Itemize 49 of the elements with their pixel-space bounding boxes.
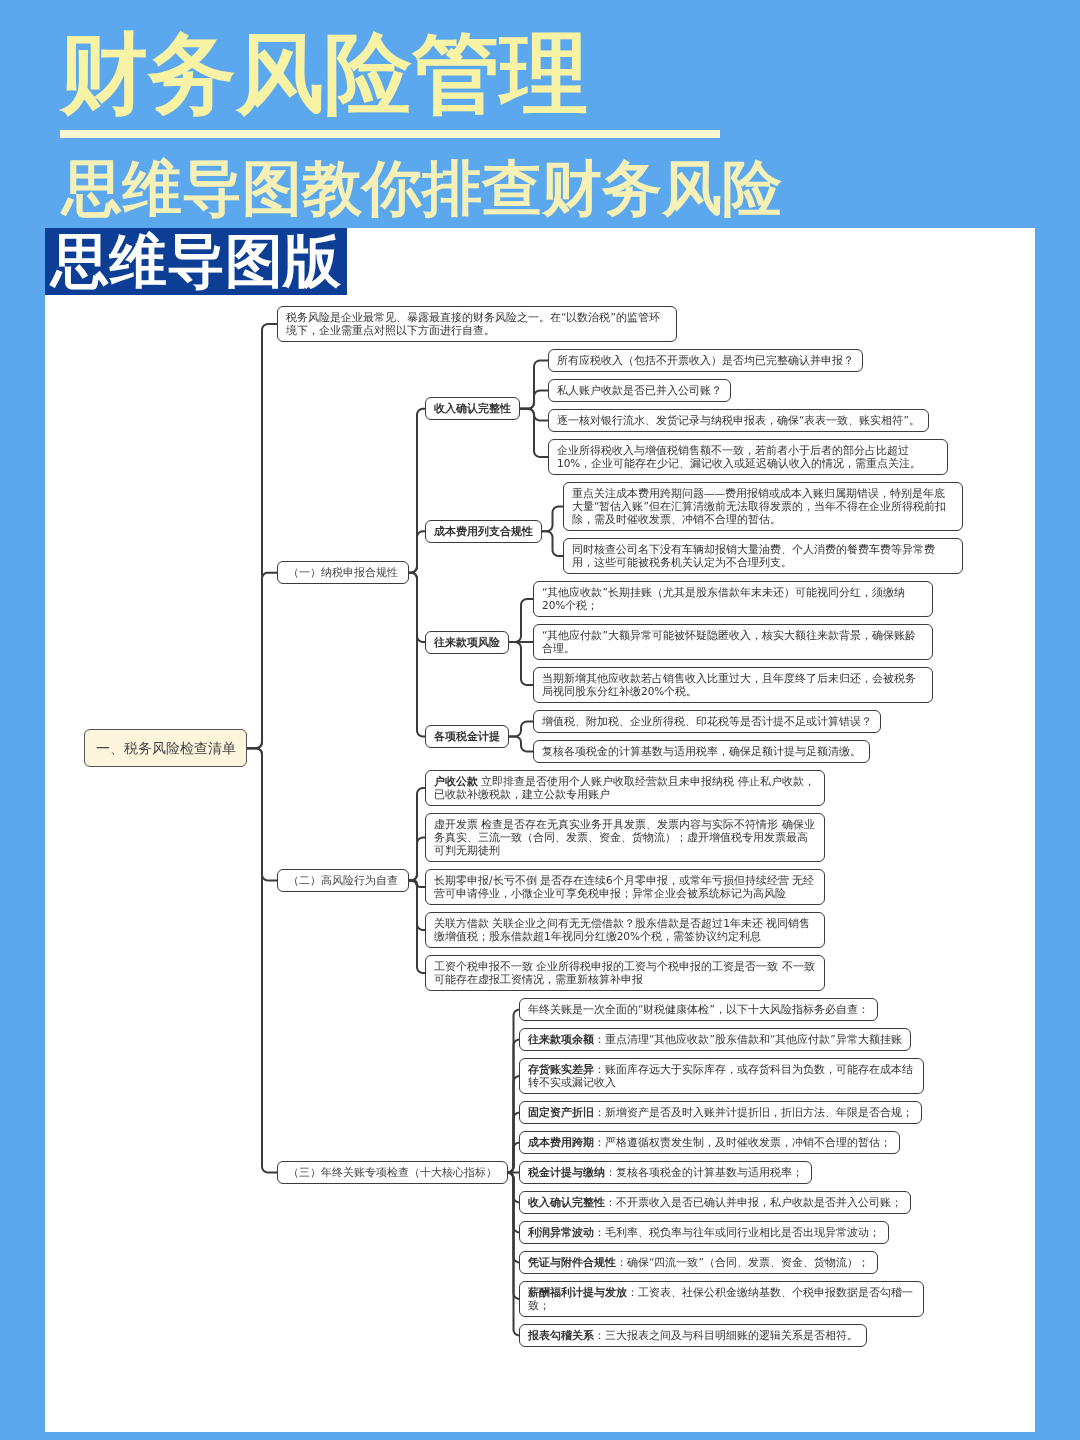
branch-topic: （一）纳税申报合规性 — [277, 561, 409, 585]
title: 财务风险管理 — [60, 24, 588, 124]
leaf-topic: 重点关注成本费用跨期问题——费用报销或成本入账归属期错误，特别是年底大量“暂估入账”但在汇算清缴前无法取得发票的，当年不得在企业所得税前扣除，需及时催收发票、冲销不合理的暂估。 — [563, 482, 963, 531]
leaf-topic: 存货账实差异：账面库存远大于实际库存，或存货科目为负数，可能存在成本结转不实或漏记收入 — [519, 1058, 924, 1094]
branch-line — [408, 836, 426, 882]
leaf-topic: 税务风险是企业最常见、暴露最直接的财务风险之一。在“以数治税”的监管环境下，企业需重点对照以下方面进行自查。 — [277, 306, 677, 342]
leaf-topic: 虚开发票 检查是否存在无真实业务开具发票、发票内容与实际不符情形 确保业务真实、三流一致（合同、发票、资金、货物流）；虚开增值税专用发票最高可判无期徒刑 — [425, 813, 825, 862]
branch-line — [541, 530, 564, 557]
leaf-topic: 关联方借款 关联企业之间有无无偿借款？股东借款是否超过1年未还 视同销售缴增值税；股东借款超1年视同分红缴20%个税，需签协议约定利息 — [425, 912, 825, 948]
subtitle: 思维导图教你排查财务风险 — [62, 154, 782, 222]
leaf-topic: 成本费用跨期：严格遵循权责发生制，及时催收发票，冲销不合理的暂估； — [519, 1131, 900, 1154]
leaf-topic: 报表勾稽关系：三大报表之间及与科目明细账的逻辑关系是否相符。 — [519, 1324, 867, 1347]
leaf-topic: 工资个税申报不一致 企业所得税申报的工资与个税申报的工资是否一致 不一致可能存在虚报工资情况，需重新核算补申报 — [425, 955, 825, 991]
branch-line — [408, 879, 426, 974]
branch-topic: （二）高风险行为自查 — [277, 869, 409, 892]
leaf-topic: 凭证与附件合规性：确保“四流一致”（合同、发票、资金、货物流）； — [519, 1251, 878, 1274]
leaf-topic: 利润异常波动：毛利率、税负率与往年或同行业相比是否出现异常波动； — [519, 1221, 889, 1244]
subtopic: 成本费用列支合规性 — [425, 519, 542, 543]
leaf-topic: “其他应付款”大额异常可能被怀疑隐匿收入，核实大额往来款背景，确保账龄合理。 — [533, 624, 933, 660]
branch-line — [508, 641, 534, 686]
subtopic: 各项税金计提 — [425, 725, 509, 748]
branch-line — [506, 1141, 521, 1174]
leaf-topic: 薪酬福利计提与发放：工资表、社保公积金缴纳基数、个税申报数据是否勾稽一致； — [519, 1281, 924, 1317]
subtopic: 往来款项风险 — [425, 630, 509, 654]
leaf-topic: 当期新增其他应收款若占销售收入比重过大，且年度终了后未归还，会被税务局视同股东分红补缴20%个税。 — [533, 667, 933, 703]
branch-line — [246, 747, 278, 1174]
leaf-topic: 同时核查公司名下没有车辆却报销大量油费、个人消费的餐费车费等异常费用，这些可能被税务机关认定为不合理列支。 — [563, 538, 963, 574]
leaf-topic: 企业所得税收入与增值税销售额不一致，若前者小于后者的部分占比超过10%，企业可能存在少记、漏记收入或延迟确认收入的情况，需重点关注。 — [548, 439, 948, 475]
leaf-topic: 年终关账是一次全面的“财税健康体检”，以下十大风险指标务必自查： — [519, 998, 878, 1021]
subtopic: 收入确认完整性 — [425, 397, 520, 421]
leaf-topic: 户收公款 立即排查是否使用个人账户收取经营款且未申报纳税 停止私户收款，已收款补缴税款，建立公款专用账户 — [425, 770, 825, 806]
branch-line — [508, 735, 534, 753]
leaf-topic: 逐一核对银行流水、发货记录与纳税申报表，确保“表表一致、账实相符”。 — [548, 409, 929, 432]
leaf-topic: 收入确认完整性：不开票收入是否已确认并申报，私户收款是否并入公司账； — [519, 1191, 911, 1214]
leaf-topic: “其他应收款”长期挂账（尤其是股东借款年末未还）可能视同分红，须缴纳20%个税； — [533, 581, 933, 617]
branch-line — [408, 571, 426, 738]
leaf-topic: 增值税、附加税、企业所得税、印花税等是否计提不足或计算错误？ — [533, 710, 881, 733]
leaf-topic: 复核各项税金的计算基数与适用税率，确保足额计提与足额清缴。 — [533, 740, 870, 763]
leaf-topic: 长期零申报/长亏不倒 是否存在连续6个月零申报，或常年亏损但持续经营 无经营可申请停业，小微企业可享免税申报；异常企业会被系统标记为高风险 — [425, 869, 825, 905]
branch-topic: （三）年终关账专项检查（十大核心指标） — [277, 1161, 508, 1184]
branch-line — [519, 407, 549, 458]
leaf-topic: 往来款项余额：重点清理“其他应收款”股东借款和“其他应付款”异常大额挂账 — [519, 1028, 911, 1051]
leaf-topic: 私人账户收款是否已并入公司账？ — [548, 379, 731, 402]
leaf-topic: 固定资产折旧：新增资产是否及时入账并计提折旧，折旧方法、年限是否合规； — [519, 1101, 922, 1124]
root-topic: 一、税务风险检查清单 — [84, 729, 247, 768]
leaf-topic: 税金计提与缴纳：复核各项税金的计算基数与适用税率； — [519, 1161, 812, 1184]
branch-line — [506, 1171, 521, 1337]
leaf-topic: 所有应税收入（包括不开票收入）是否均已完整确认并申报？ — [548, 349, 863, 372]
version-banner: 思维导图版 — [45, 228, 347, 295]
